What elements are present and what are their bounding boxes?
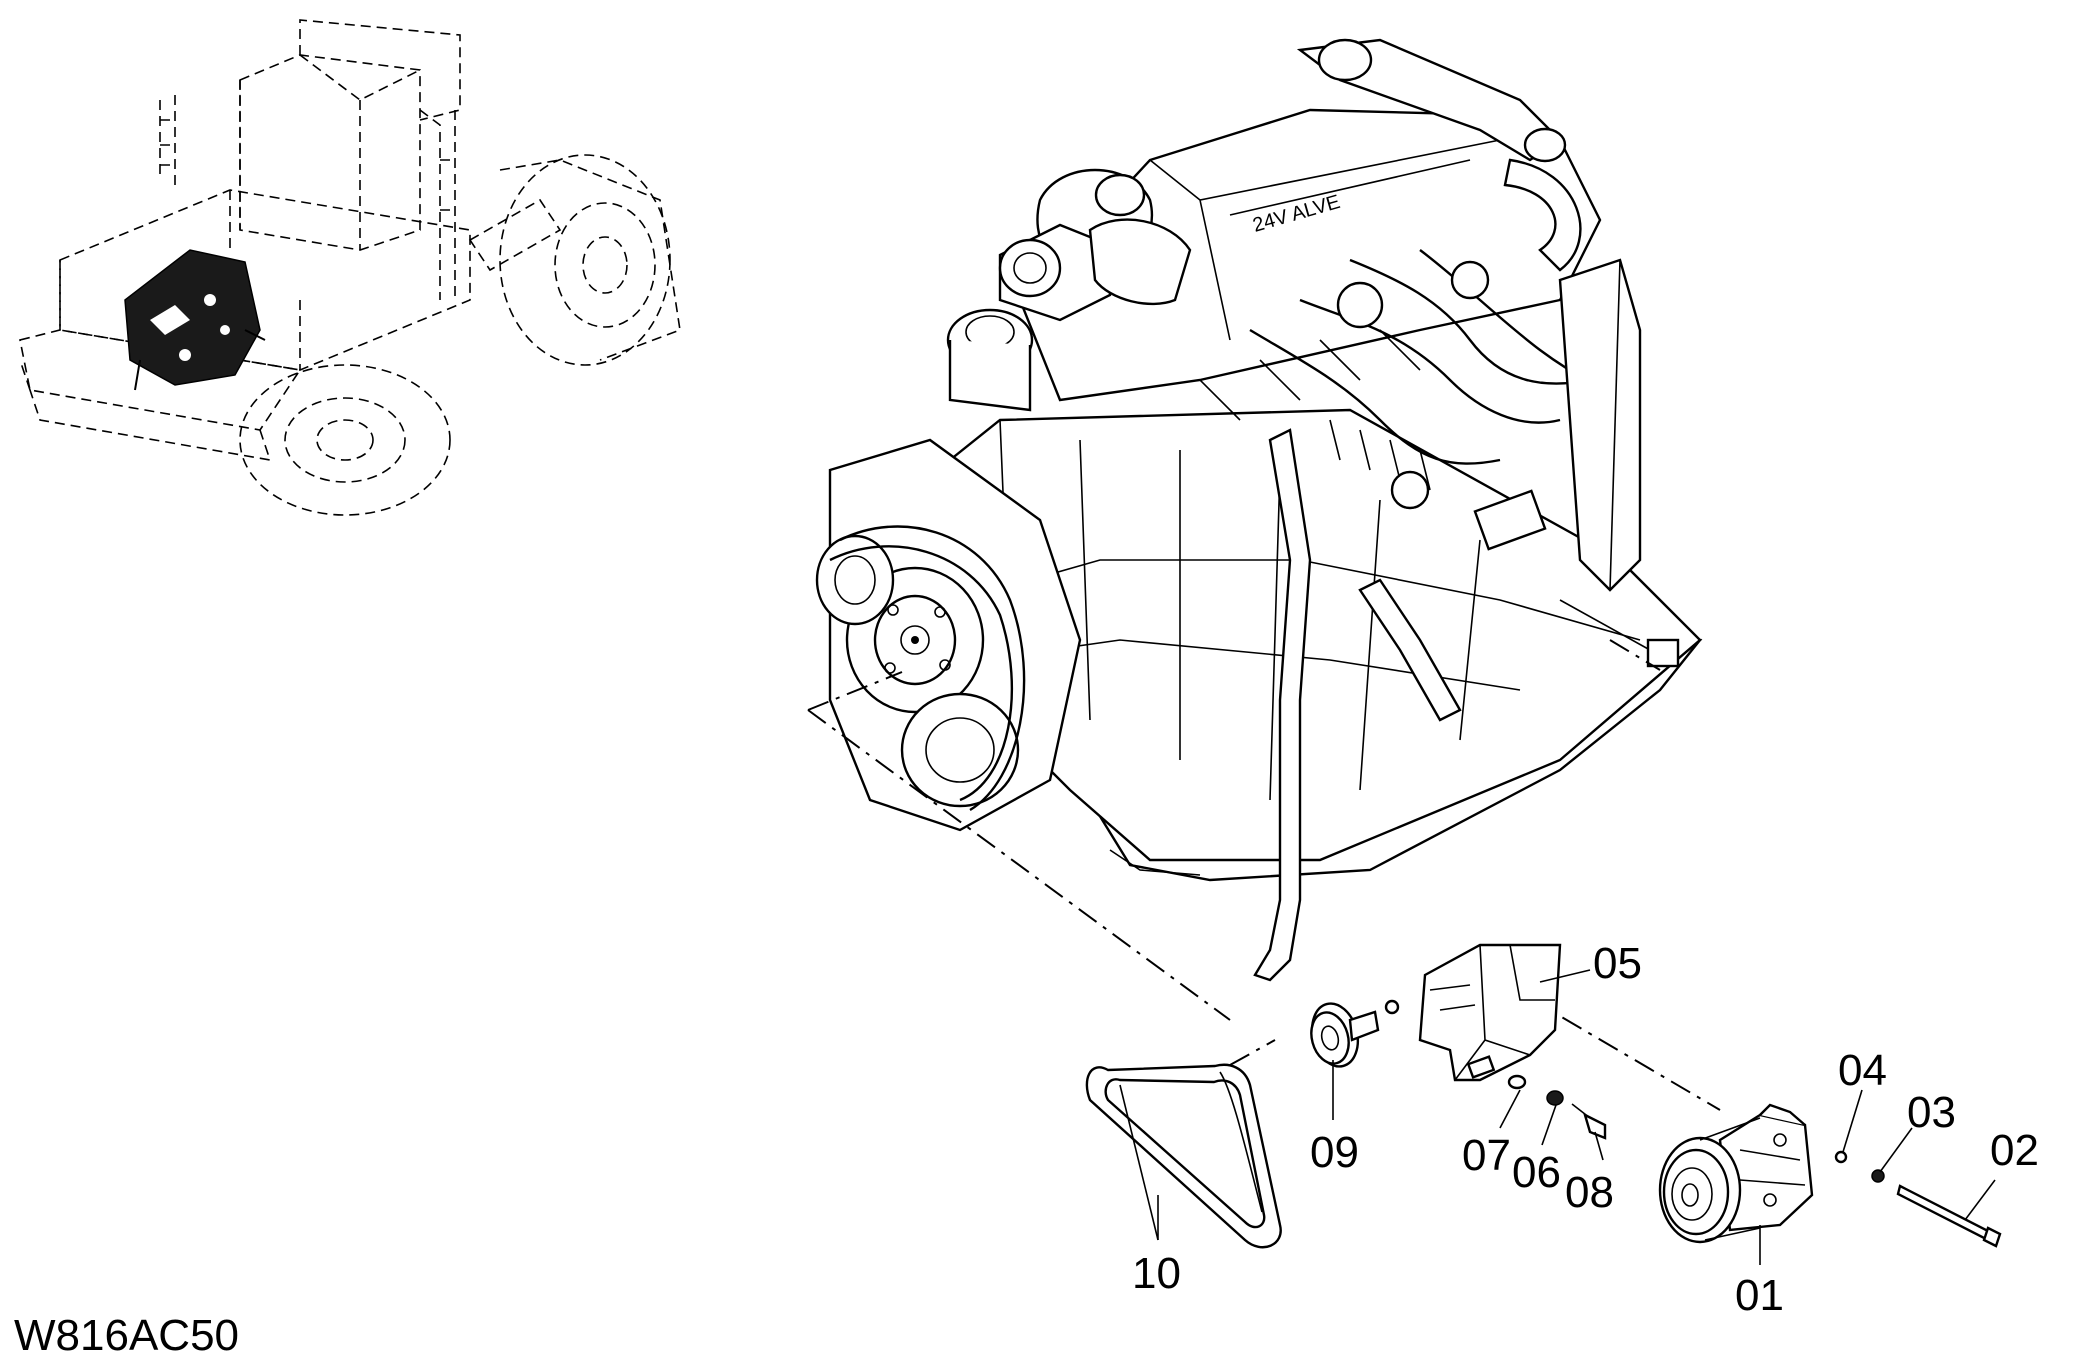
callout-07: 07 xyxy=(1462,1131,1511,1180)
part-10-belt xyxy=(1085,1063,1282,1249)
callout-01: 01 xyxy=(1735,1271,1784,1320)
part-01-compressor xyxy=(1658,1103,1814,1244)
hardware-07-06-08 xyxy=(1507,1074,1607,1140)
part-05-bracket xyxy=(1418,943,1562,1082)
callout-02: 02 xyxy=(1990,1126,2039,1175)
machine-locator-view xyxy=(19,19,681,516)
callout-05: 05 xyxy=(1593,939,1642,988)
figure-id: W816AC50 xyxy=(14,1311,239,1360)
callouts: 01 02 03 04 05 06 07 08 09 10 xyxy=(1132,939,2039,1320)
engine-assembly: 24V ALVE xyxy=(815,38,1703,982)
hardware-04-03-02 xyxy=(1834,1150,2002,1248)
callout-08: 08 xyxy=(1565,1168,1614,1217)
callout-06: 06 xyxy=(1512,1148,1561,1197)
callout-09: 09 xyxy=(1310,1128,1359,1177)
part-09-pulley xyxy=(1310,999,1400,1068)
callout-03: 03 xyxy=(1907,1088,1956,1137)
leader-lines xyxy=(1119,969,1996,1265)
engine-highlight-icon xyxy=(124,249,266,391)
callout-10: 10 xyxy=(1132,1249,1181,1298)
callout-04: 04 xyxy=(1838,1046,1887,1095)
